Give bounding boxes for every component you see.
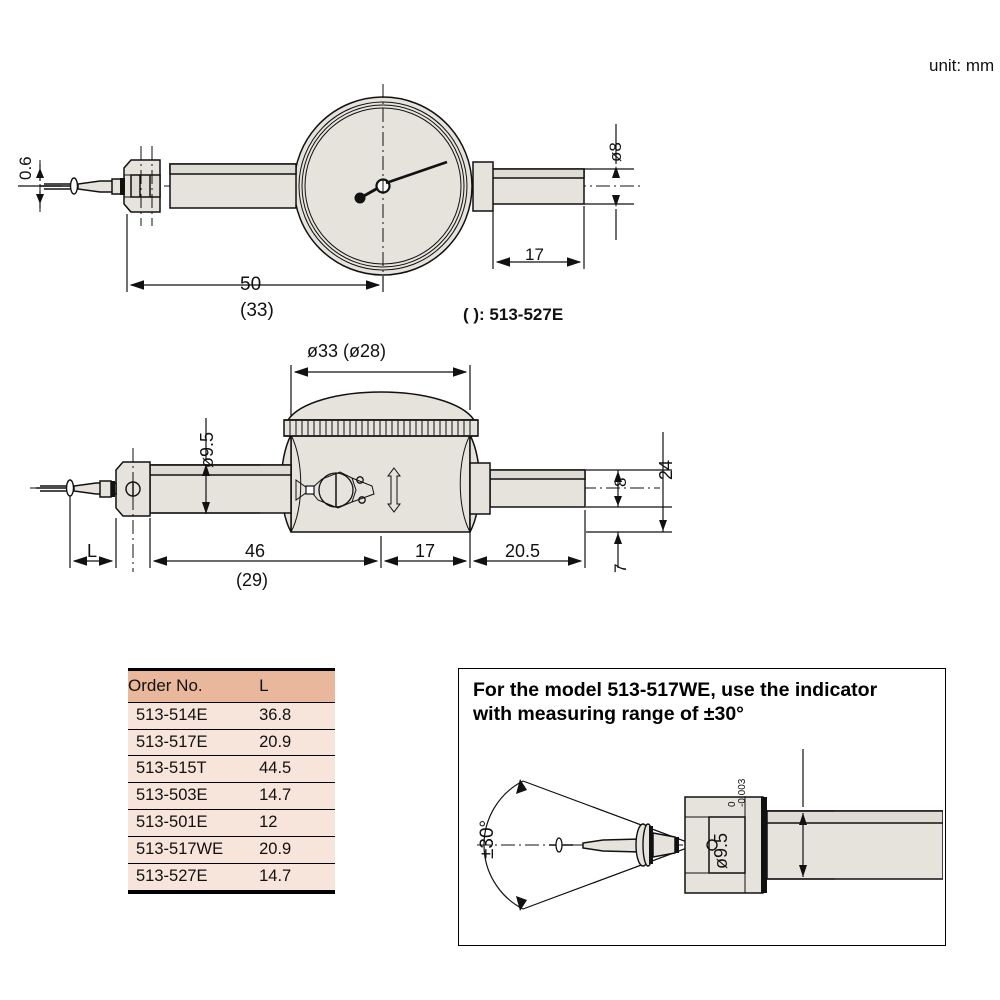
figure-front-view: .ln{stroke:#111;stroke-width:1.5;fill:no… xyxy=(18,84,640,292)
header-order-no: Order No. xyxy=(128,668,260,703)
cell-l: 14.7 xyxy=(259,782,335,810)
note-line-1: For the model 513-517WE, use the indicat… xyxy=(473,679,878,701)
paren-legend-note: ( ): 513-527E xyxy=(463,305,564,324)
note-line-2: with measuring range of ±30° xyxy=(473,702,744,725)
cell-order-no: 513-515T xyxy=(128,755,260,783)
dim-right-stem-length: 20.5 xyxy=(505,541,541,561)
dim-angle: ±30° xyxy=(477,819,498,859)
table-row: 513-501E 12 xyxy=(128,809,335,837)
cell-order-no: 513-517E xyxy=(128,728,260,756)
note-box: For the model 513-517WE, use the indicat… xyxy=(458,668,946,946)
table-row: 513-514E 36.8 xyxy=(128,701,335,730)
table-row: 513-517E 20.9 xyxy=(128,728,335,756)
dim-overall-length-alt: (33) xyxy=(240,300,274,321)
table-row: 513-515T 44.5 xyxy=(128,755,335,783)
dim-stylus-ball: 0.6 xyxy=(16,156,35,180)
dim-body-length-alt: (29) xyxy=(236,570,269,590)
dim-overall-length: 50 xyxy=(240,274,262,295)
cell-l: 36.8 xyxy=(259,701,335,730)
note-text: For the model 513-517WE, use the indicat… xyxy=(473,679,929,727)
cell-order-no: 513-514E xyxy=(128,701,260,730)
order-number-table: Order No. L 513-514E 36.8 513-517E 20.9 … xyxy=(128,668,335,895)
cell-l: 12 xyxy=(259,809,335,837)
cell-order-no: 513-501E xyxy=(128,809,260,837)
dim-shank-diameter: ø9.5 xyxy=(711,832,731,869)
dim-bezel-diameter: ø33 (ø28) xyxy=(307,341,387,361)
cell-order-no: 513-527E xyxy=(128,863,260,895)
unit-note: unit: mm xyxy=(929,56,995,75)
cell-order-no: 513-503E xyxy=(128,782,260,810)
dim-shank-diameter-group: ø9.5 0 -0.003 xyxy=(705,761,748,871)
dim-stem-diameter: ø8 xyxy=(606,142,625,162)
dim-height-lower: 7 xyxy=(611,563,630,573)
dim-height-upper: 8 xyxy=(611,477,630,487)
dim-body-diameter: ø9.5 xyxy=(197,431,217,468)
cell-l: 20.9 xyxy=(259,728,335,756)
dim-height-total: 24 xyxy=(656,459,676,480)
header-l: L xyxy=(259,668,335,703)
cell-l: 20.9 xyxy=(259,836,335,864)
cell-l: 44.5 xyxy=(259,755,335,783)
table-header-row: Order No. L xyxy=(128,668,335,703)
table-row: 513-527E 14.7 xyxy=(128,863,335,895)
figure-side-view xyxy=(30,365,672,572)
dim-body-length: 46 xyxy=(245,541,266,561)
dim-stylus-length-L: L xyxy=(87,541,98,561)
dim-mid-length: 17 xyxy=(415,541,436,561)
dim-tol-lower: -0.003 xyxy=(737,778,748,807)
cell-order-no: 513-517WE xyxy=(128,836,260,864)
dim-stem-length: 17 xyxy=(525,245,544,264)
figure-angle-detail xyxy=(477,749,943,911)
table-row: 513-517WE 20.9 xyxy=(128,836,335,864)
cell-l: 14.7 xyxy=(259,863,335,895)
table-row: 513-503E 14.7 xyxy=(128,782,335,810)
